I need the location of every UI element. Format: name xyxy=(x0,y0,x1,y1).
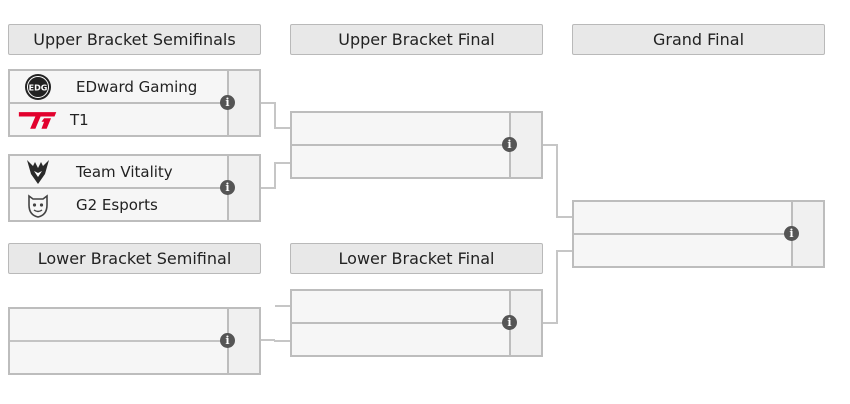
bracket-connector xyxy=(556,250,558,324)
info-icon[interactable]: i xyxy=(220,180,235,195)
team-slot-empty[interactable] xyxy=(574,202,791,234)
header-grand-final: Grand Final xyxy=(572,24,825,55)
bracket-connector xyxy=(556,216,572,218)
info-icon[interactable]: i xyxy=(502,137,517,152)
t1-logo-icon xyxy=(18,106,58,134)
bracket-connector xyxy=(274,162,290,164)
team-slot-empty[interactable] xyxy=(574,234,791,266)
team-slot-team-vitality[interactable]: Team Vitality xyxy=(10,156,227,188)
team-slot-empty[interactable] xyxy=(292,113,509,145)
match-side-panel: i xyxy=(502,291,541,355)
team-slot-t1[interactable]: T1 xyxy=(10,103,227,135)
match-divider xyxy=(10,340,259,342)
info-icon[interactable]: i xyxy=(220,333,235,348)
match-side-panel: i xyxy=(220,309,259,373)
match-side-panel: i xyxy=(220,156,259,220)
team-name: EDward Gaming xyxy=(76,77,198,96)
bracket-connector xyxy=(274,102,276,128)
match-side-panel: i xyxy=(220,71,259,135)
match-grand-final[interactable]: i xyxy=(572,200,825,268)
bracket-connector xyxy=(274,340,290,342)
match-lower-bracket-final[interactable]: i xyxy=(290,289,543,357)
bracket-connector xyxy=(261,339,275,341)
bracket-connector xyxy=(261,102,275,104)
team-slot-empty[interactable] xyxy=(292,291,509,323)
team-name: G2 Esports xyxy=(76,195,158,214)
team-slot-empty[interactable] xyxy=(292,145,509,177)
team-slot-empty[interactable] xyxy=(292,323,509,355)
info-icon[interactable]: i xyxy=(502,315,517,330)
bracket-connector xyxy=(275,305,290,307)
bracket-connector xyxy=(556,144,558,217)
g2-logo-icon xyxy=(18,191,58,219)
match-side-panel: i xyxy=(784,202,823,266)
match-upper-semifinal-2[interactable]: Team Vitality G2 Esports i xyxy=(8,154,261,222)
vitality-logo-icon xyxy=(18,158,58,186)
team-name: T1 xyxy=(70,110,89,129)
bracket-connector xyxy=(543,322,557,324)
match-side-panel: i xyxy=(502,113,541,177)
team-slot-g2-esports[interactable]: G2 Esports xyxy=(10,188,227,220)
bracket-connector xyxy=(543,144,557,146)
bracket-connector xyxy=(261,187,275,189)
info-icon[interactable]: i xyxy=(220,95,235,110)
svg-text:EDG: EDG xyxy=(29,83,48,92)
header-lower-bracket-final: Lower Bracket Final xyxy=(290,243,543,274)
team-name: Team Vitality xyxy=(76,162,173,181)
header-upper-bracket-semifinals: Upper Bracket Semifinals xyxy=(8,24,261,55)
match-upper-bracket-final[interactable]: i xyxy=(290,111,543,179)
team-slot-edward-gaming[interactable]: EDG EDward Gaming xyxy=(10,71,227,103)
bracket-connector xyxy=(274,162,276,189)
bracket-connector xyxy=(274,127,290,129)
header-upper-bracket-final: Upper Bracket Final xyxy=(290,24,543,55)
header-lower-bracket-semifinal: Lower Bracket Semifinal xyxy=(8,243,261,274)
edg-logo-icon: EDG xyxy=(18,73,58,101)
match-lower-bracket-semifinal[interactable]: i xyxy=(8,307,261,375)
match-upper-semifinal-1[interactable]: EDG EDward Gaming T1 i xyxy=(8,69,261,137)
bracket-connector xyxy=(556,250,572,252)
info-icon[interactable]: i xyxy=(784,226,799,241)
